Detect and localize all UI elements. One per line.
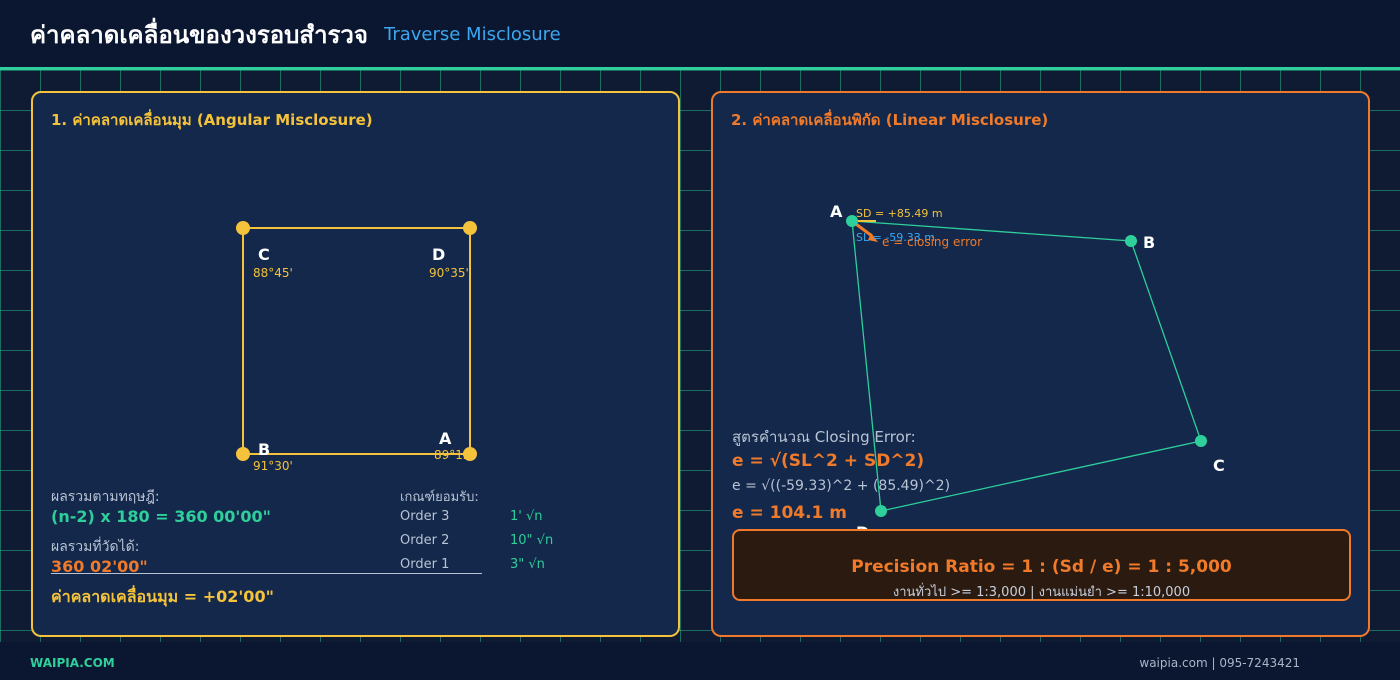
station-b-label: B <box>258 440 270 459</box>
station-a-label: A <box>830 202 843 221</box>
closing-error-formula: e = √(SL^2 + SD^2) <box>732 451 925 471</box>
angular-misclosure-result: ค่าคลาดเคลื่อนมุม = +02'00" <box>51 587 274 606</box>
theory-sum-formula: (n-2) x 180 = 360 00'00" <box>51 507 271 526</box>
angular-misclosure-panel: 1. ค่าคลาดเคลื่อนมุม (Angular Misclosure… <box>31 91 680 637</box>
sd-label: SD = +85.49 m <box>856 207 943 220</box>
sl-label: SL = -59.33 m <box>856 231 935 244</box>
linear-misclosure-panel: 2. ค่าคลาดเคลื่อนพิกัด (Linear Misclosur… <box>711 91 1370 637</box>
station-a-angle: 89°12' <box>434 448 474 462</box>
closing-error-vector <box>855 222 873 238</box>
station-b-label: B <box>1143 233 1155 252</box>
precision-ratio: Precision Ratio = 1 : (Sd / e) = 1 : 5,0… <box>851 557 1232 577</box>
closing-error-arrowhead <box>868 233 878 242</box>
precision-note: งานทั่วไป >= 1:3,000 | งานแม่นยำ >= 1:10… <box>892 585 1191 600</box>
header: ค่าคลาดเคลื่อนของวงรอบสำรวจ Traverse Mis… <box>0 0 1400 68</box>
station-c-point <box>236 221 250 235</box>
precision-ratio-box: Precision Ratio = 1 : (Sd / e) = 1 : 5,0… <box>732 529 1351 601</box>
theory-sum-label: ผลรวมตามทฤษฎี: <box>51 489 160 505</box>
criteria-order3-label: Order 3 <box>400 509 450 524</box>
criteria-order3-value: 1' √n <box>510 509 543 524</box>
station-a-point <box>463 447 477 461</box>
station-a-label: A <box>439 429 452 448</box>
header-divider <box>0 67 1400 70</box>
station-a-point <box>846 215 858 227</box>
angular-traverse-diagram: C 88°45' D 90°35' B 91°30' A 89°12' <box>236 221 477 473</box>
station-c-point <box>1195 435 1207 447</box>
measured-sum-label: ผลรวมที่วัดได้: <box>51 539 140 555</box>
criteria-order2-value: 10" √n <box>510 533 554 548</box>
sum-divider <box>51 573 482 574</box>
criteria-order1-label: Order 1 <box>400 557 450 572</box>
formula-title: สูตรคำนวณ Closing Error: <box>732 428 916 446</box>
footer: WAIPIA.COM waipia.com | 095-7243421 <box>0 642 1400 680</box>
footer-brand: WAIPIA.COM <box>30 656 115 670</box>
station-d-label: D <box>432 245 445 264</box>
station-c-label: C <box>1213 456 1225 475</box>
closing-error-substitution: e = √((-59.33)^2 + (85.49)^2) <box>732 478 951 494</box>
station-d-angle: 90°35' <box>429 266 469 280</box>
closing-error-label: e = closing error <box>882 235 982 249</box>
closing-error-result: e = 104.1 m <box>732 503 848 523</box>
footer-contact: waipia.com | 095-7243421 <box>1139 656 1300 670</box>
station-c-label: C <box>258 245 270 264</box>
station-d-point <box>463 221 477 235</box>
station-b-angle: 91°30' <box>253 459 293 473</box>
measured-sum-value: 360 02'00" <box>51 557 148 576</box>
station-b-point <box>1125 235 1137 247</box>
linear-panel-title: 2. ค่าคลาดเคลื่อนพิกัด (Linear Misclosur… <box>731 111 1049 129</box>
station-d-point <box>875 505 887 517</box>
station-c-angle: 88°45' <box>253 266 293 280</box>
angular-panel-title: 1. ค่าคลาดเคลื่อนมุม (Angular Misclosure… <box>51 111 373 129</box>
criteria-title: เกณฑ์ยอมรับ: <box>400 490 479 505</box>
page-subtitle: Traverse Misclosure <box>383 23 561 45</box>
criteria-order1-value: 3" √n <box>510 557 545 572</box>
station-b-point <box>236 447 250 461</box>
criteria-order2-label: Order 2 <box>400 533 450 548</box>
page-title: ค่าคลาดเคลื่อนของวงรอบสำรวจ <box>30 20 368 49</box>
